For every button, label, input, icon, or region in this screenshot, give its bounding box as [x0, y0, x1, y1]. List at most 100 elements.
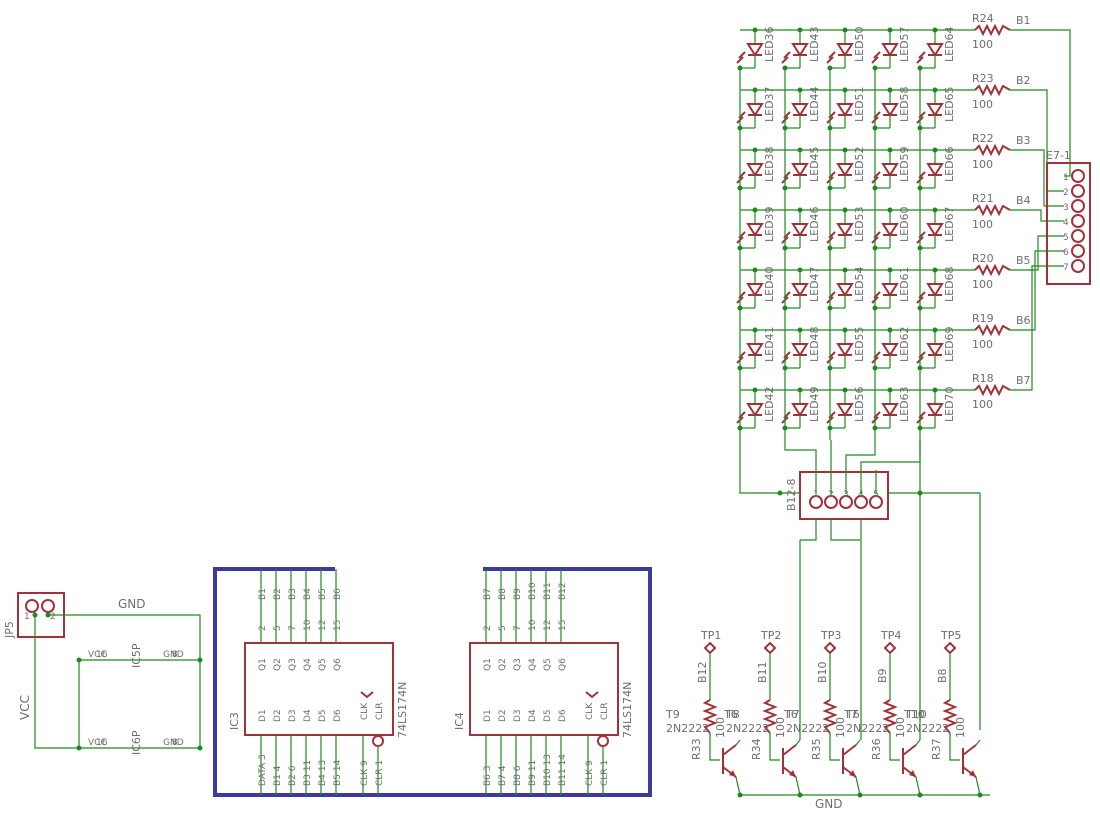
led-label: LED45	[808, 146, 821, 182]
ic-name: IC4	[453, 712, 466, 730]
ic6p-gnd: GND	[163, 738, 184, 748]
ic-name: IC3	[228, 712, 241, 730]
d-net-label: B2 6	[288, 765, 298, 786]
e71-pin	[1071, 244, 1085, 258]
led-led39: LED39	[736, 206, 776, 251]
led-label: LED68	[943, 266, 956, 302]
led-label: LED52	[853, 146, 866, 182]
driver-resistor-name: R37	[930, 738, 943, 760]
ic5p-gnd: GND	[163, 650, 184, 660]
q-pin-label: Q2	[498, 658, 508, 671]
led-led51: LED51	[826, 86, 866, 131]
e71-pin	[1071, 169, 1085, 183]
led-led37: LED37	[736, 86, 776, 131]
transistor-name: T10	[905, 708, 927, 721]
led-led45: LED45	[781, 146, 821, 191]
row-net-label: B5	[1016, 254, 1031, 267]
q-net-label: B10	[528, 582, 538, 600]
e71-pin	[1071, 259, 1085, 273]
tp-net-label: B12	[696, 661, 709, 683]
clk-net-label: CLK 9	[585, 760, 595, 786]
row-resistor-name: R23	[972, 72, 994, 85]
q-net-label: B1	[258, 588, 268, 600]
row-resistor-value: 100	[972, 38, 993, 51]
led-led59: LED59	[871, 146, 911, 191]
tp-net-label: B10	[816, 661, 829, 683]
led-label: LED43	[808, 26, 821, 62]
gnd-label: GND	[118, 597, 146, 611]
d-pin-label: D4	[528, 709, 538, 722]
data-bus	[213, 567, 652, 797]
tp-label: TP1	[700, 629, 721, 642]
d-pin-label: D1	[483, 709, 493, 722]
driver-resistor-value: 100	[954, 717, 967, 738]
led-led66: LED66	[916, 146, 956, 191]
d-net-label: B11 14	[558, 754, 568, 786]
q-net-label: B11	[543, 582, 553, 600]
q-net-label: B3	[288, 588, 298, 600]
tp-label: TP5	[940, 629, 961, 642]
led-label: LED58	[898, 86, 911, 122]
e71-pin	[1071, 229, 1085, 243]
led-led56: LED56	[826, 386, 866, 431]
q-pin-num: 15	[558, 620, 568, 631]
q-net-label: B4	[303, 588, 313, 600]
e71-pin	[1071, 184, 1085, 198]
led-label: LED48	[808, 326, 821, 362]
led-led41: LED41	[736, 326, 776, 371]
row-resistor-name: R21	[972, 192, 994, 205]
d-net-label: B7 4	[498, 765, 508, 786]
ic6p-name: IC6P	[130, 730, 143, 755]
e71-pin-num: 5	[1063, 233, 1069, 243]
clr-net-label: CLR 1	[375, 760, 385, 786]
q-pin-label: Q5	[543, 658, 553, 671]
led-led42: LED42	[736, 386, 776, 431]
led-label: LED37	[763, 86, 776, 122]
jp5-name: JP5	[3, 621, 16, 639]
clr-pin-label: CLR	[375, 702, 385, 720]
ic5p-name: IC5P	[130, 643, 143, 668]
ic5p-vcc: VCC	[88, 650, 107, 660]
b128-pin-num: 4	[858, 490, 864, 500]
led-label: LED56	[853, 386, 866, 422]
row-resistor-value: 100	[972, 278, 993, 291]
led-label: LED47	[808, 266, 821, 302]
power-wires	[32, 612, 203, 751]
e71-pin	[1071, 199, 1085, 213]
ic5p-pin16: 16	[96, 650, 108, 660]
q-pin-label: Q1	[258, 658, 268, 671]
b128-name: B12-8	[785, 478, 798, 511]
e71-pin-num: 7	[1063, 263, 1069, 273]
q-net-label: B7	[483, 588, 493, 600]
b128-pin	[809, 495, 823, 509]
led-label: LED70	[943, 386, 956, 422]
d-net-label: B3 11	[303, 760, 313, 786]
led-label: LED57	[898, 26, 911, 62]
led-led38: LED38	[736, 146, 776, 191]
led-led58: LED58	[871, 86, 911, 131]
q-pin-num: 2	[483, 625, 493, 631]
q-pin-label: Q4	[303, 658, 313, 671]
led-led40: LED40	[736, 266, 776, 311]
led-label: LED50	[853, 26, 866, 62]
q-pin-num: 10	[303, 619, 313, 631]
d-net-label: B9 11	[528, 760, 538, 786]
transistor-part: 2N2222	[666, 722, 709, 735]
clk-net-label: CLK 9	[360, 760, 370, 786]
clr-bubble	[597, 735, 609, 747]
led-led46: LED46	[781, 206, 821, 251]
row-resistor-name: R18	[972, 372, 994, 385]
transistor-overlap-label: T6	[723, 708, 738, 721]
led-led48: LED48	[781, 326, 821, 371]
b128-pin	[869, 495, 883, 509]
transistor-overlap-label: T6	[783, 708, 798, 721]
b128-pin	[839, 495, 853, 509]
row-resistor-value: 100	[972, 98, 993, 111]
led-led60: LED60	[871, 206, 911, 251]
b128-body	[799, 471, 889, 520]
driver-resistor-value: 100	[894, 717, 907, 738]
led-label: LED66	[943, 146, 956, 182]
